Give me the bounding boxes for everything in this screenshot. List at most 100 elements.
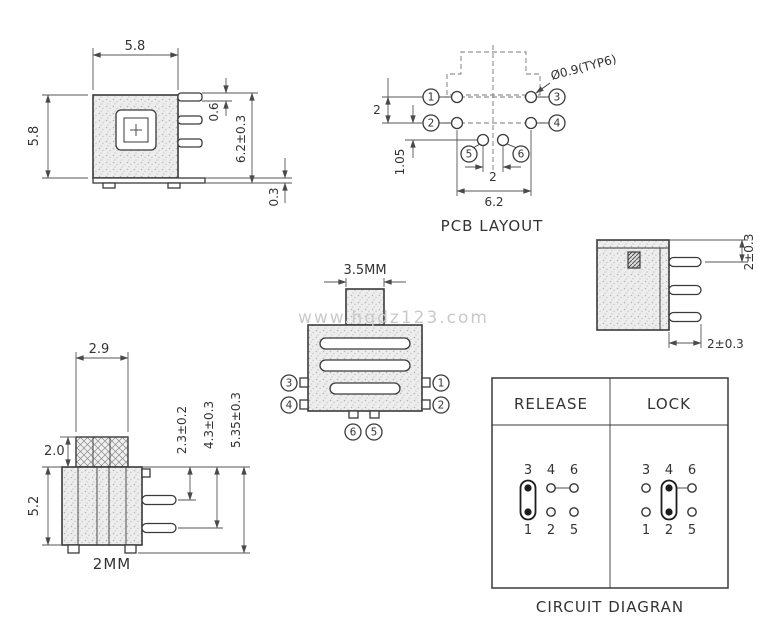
release-pin-4: 4	[547, 463, 555, 478]
center-pin-6: 6	[350, 427, 357, 439]
front-pin-width-label: 0.6	[207, 102, 221, 121]
pcb-pin-label-6: 6	[506, 143, 530, 163]
front-total-height-label: 6.2±0.3	[234, 115, 248, 163]
left-feet	[67, 544, 137, 554]
center-pin-label-1: 1	[432, 374, 450, 392]
front-pin-width-dimension: 0.6	[202, 78, 258, 122]
release-contact-bar	[519, 479, 537, 521]
side-pins	[668, 256, 702, 323]
pcb-footprint-outline	[446, 51, 541, 96]
pcb-hole-note: Ø0.9(TYP6)	[535, 52, 618, 94]
watermark: www.hqdz123.com	[298, 308, 489, 328]
front-height-dimension: 5.8	[27, 94, 88, 179]
lock-contact-bar	[660, 479, 678, 521]
front-height-label: 5.8	[27, 126, 42, 147]
center-pin-3: 3	[286, 378, 293, 390]
left-pin2-label: 4.3±0.3	[202, 401, 216, 449]
lock-pin-2: 2	[665, 523, 673, 538]
left-button-width-label: 2.9	[89, 342, 110, 357]
front-pins	[177, 92, 203, 148]
front-actuator-inner	[123, 117, 149, 143]
center-pin-1: 1	[438, 378, 445, 390]
side-view: 2±0.3 2±0.3	[596, 234, 756, 351]
release-pin-1: 1	[524, 523, 532, 538]
side-pin-offset-dimension: 2±0.3	[669, 234, 756, 271]
side-actuator-end	[627, 251, 641, 269]
center-side-tabs	[299, 377, 431, 419]
left-body-details	[77, 467, 127, 545]
pcb-width-dimension: 6.2	[456, 130, 532, 209]
circuit-release-cell: 3 4 6 1 2 5	[519, 463, 579, 538]
center-slots	[319, 337, 411, 395]
pcb-pin-label-5: 5	[460, 143, 481, 163]
pcb-row-pitch-dimension: 2	[373, 78, 423, 124]
pcb-mid-row-dimension: 1.05	[393, 105, 477, 175]
pcb-pin-label-2: 2	[422, 114, 451, 132]
lock-pin-5: 5	[688, 523, 696, 538]
front-base-plate	[92, 177, 206, 184]
lock-pin-6: 6	[688, 463, 696, 478]
left-view-caption: 2MM	[93, 555, 131, 573]
circuit-col-lock: LOCK	[647, 395, 691, 413]
pcb-layout-view: 1 2 3 4 5 6	[373, 45, 618, 235]
lock-pin-4: 4	[665, 463, 673, 478]
release-pin-5: 5	[570, 523, 578, 538]
pcb-center-pitch-dimension: 2	[465, 146, 521, 184]
front-feet	[102, 182, 181, 189]
center-button-label: 3.5MM	[343, 263, 386, 278]
center-button	[345, 288, 385, 326]
pcb-row-pitch-label: 2	[373, 103, 381, 117]
center-button-dimension: 3.5MM	[324, 263, 406, 287]
pcb-pin-3: 3	[554, 92, 561, 104]
pcb-pads	[450, 90, 538, 147]
pcb-width-label: 6.2	[484, 195, 503, 209]
pcb-pin-label-4: 4	[537, 114, 566, 132]
center-pin-label-2: 2	[432, 396, 450, 414]
pcb-pin-1: 1	[428, 92, 435, 104]
left-view: 2.9 2.0 5.2	[27, 342, 250, 573]
lock-pin-1: 1	[642, 523, 650, 538]
front-total-height-dimension: 6.2±0.3	[205, 92, 292, 184]
release-pin-2: 2	[547, 523, 555, 538]
front-center-mark	[130, 124, 142, 136]
left-total-label: 5.35±0.3	[229, 392, 243, 448]
left-actuator	[75, 436, 129, 468]
front-width-dimension: 5.8	[92, 39, 179, 90]
center-view: 3.5MM 3 4 1 2	[280, 263, 450, 441]
pcb-pin-label-3: 3	[537, 88, 566, 106]
center-pin-5: 5	[371, 427, 378, 439]
left-pins	[141, 468, 177, 534]
pcb-pin-5: 5	[466, 149, 473, 161]
circuit-diagram: RELEASE LOCK 3 4 6 1 2 5 3 4 6	[491, 377, 729, 616]
left-body-height-label: 5.2	[27, 496, 42, 517]
pcb-pin-2: 2	[428, 118, 435, 130]
side-pin-length-label: 2±0.3	[707, 337, 744, 351]
circuit-lock-cell: 3 4 6 1 2 5	[641, 463, 697, 538]
center-pin-4: 4	[286, 400, 293, 412]
pcb-pin-4: 4	[554, 118, 561, 130]
center-pin-label-5: 5	[365, 423, 383, 441]
circuit-col-release: RELEASE	[514, 395, 588, 413]
side-pin-length-dimension: 2±0.3	[668, 324, 744, 351]
center-pin-label-3: 3	[280, 374, 298, 392]
pcb-hole-note-label: Ø0.9(TYP6)	[549, 52, 618, 83]
front-view: 5.8 5.8	[27, 39, 292, 207]
pcb-pin-6: 6	[518, 149, 525, 161]
left-body-height-dimension: 5.2	[27, 466, 62, 546]
release-pin-6: 6	[570, 463, 578, 478]
front-base-dimension: 0.3	[205, 158, 292, 207]
left-button-width-dimension: 2.9	[75, 342, 129, 432]
side-pin-offset-label: 2±0.3	[742, 234, 756, 271]
front-width-label: 5.8	[125, 39, 146, 54]
pcb-center-pitch-label: 2	[489, 170, 497, 184]
circuit-title: CIRCUIT DIAGRAN	[536, 598, 684, 616]
center-pin-2: 2	[438, 400, 445, 412]
lock-pin-3: 3	[642, 463, 650, 478]
center-pin-label-4: 4	[280, 396, 298, 414]
front-base-label: 0.3	[267, 187, 281, 206]
left-button-height-dimension: 2.0	[44, 436, 76, 468]
center-pin-label-6: 6	[344, 423, 362, 441]
left-body	[61, 466, 143, 546]
